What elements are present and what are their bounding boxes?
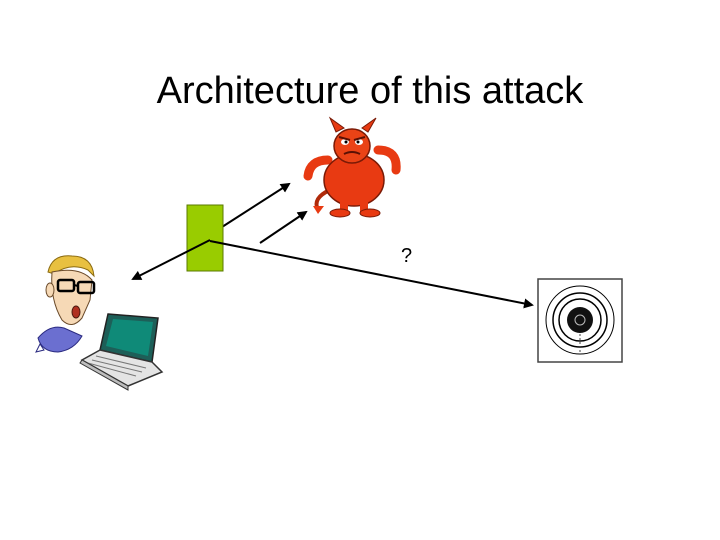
laptop-icon [79,313,164,391]
unknown-label: ? [401,245,413,267]
devil-icon [303,116,401,218]
arrow-proxy-to-target [209,240,534,309]
arrow-proxy-to-user [131,239,211,280]
slide-title: Architecture of this attack [156,70,584,112]
target-icon [537,278,623,363]
arrow-attacker-to-proxy [259,210,308,244]
user-icon [35,255,96,353]
arrow-proxy-to-attacker [221,182,291,228]
proxy-box [186,204,224,272]
